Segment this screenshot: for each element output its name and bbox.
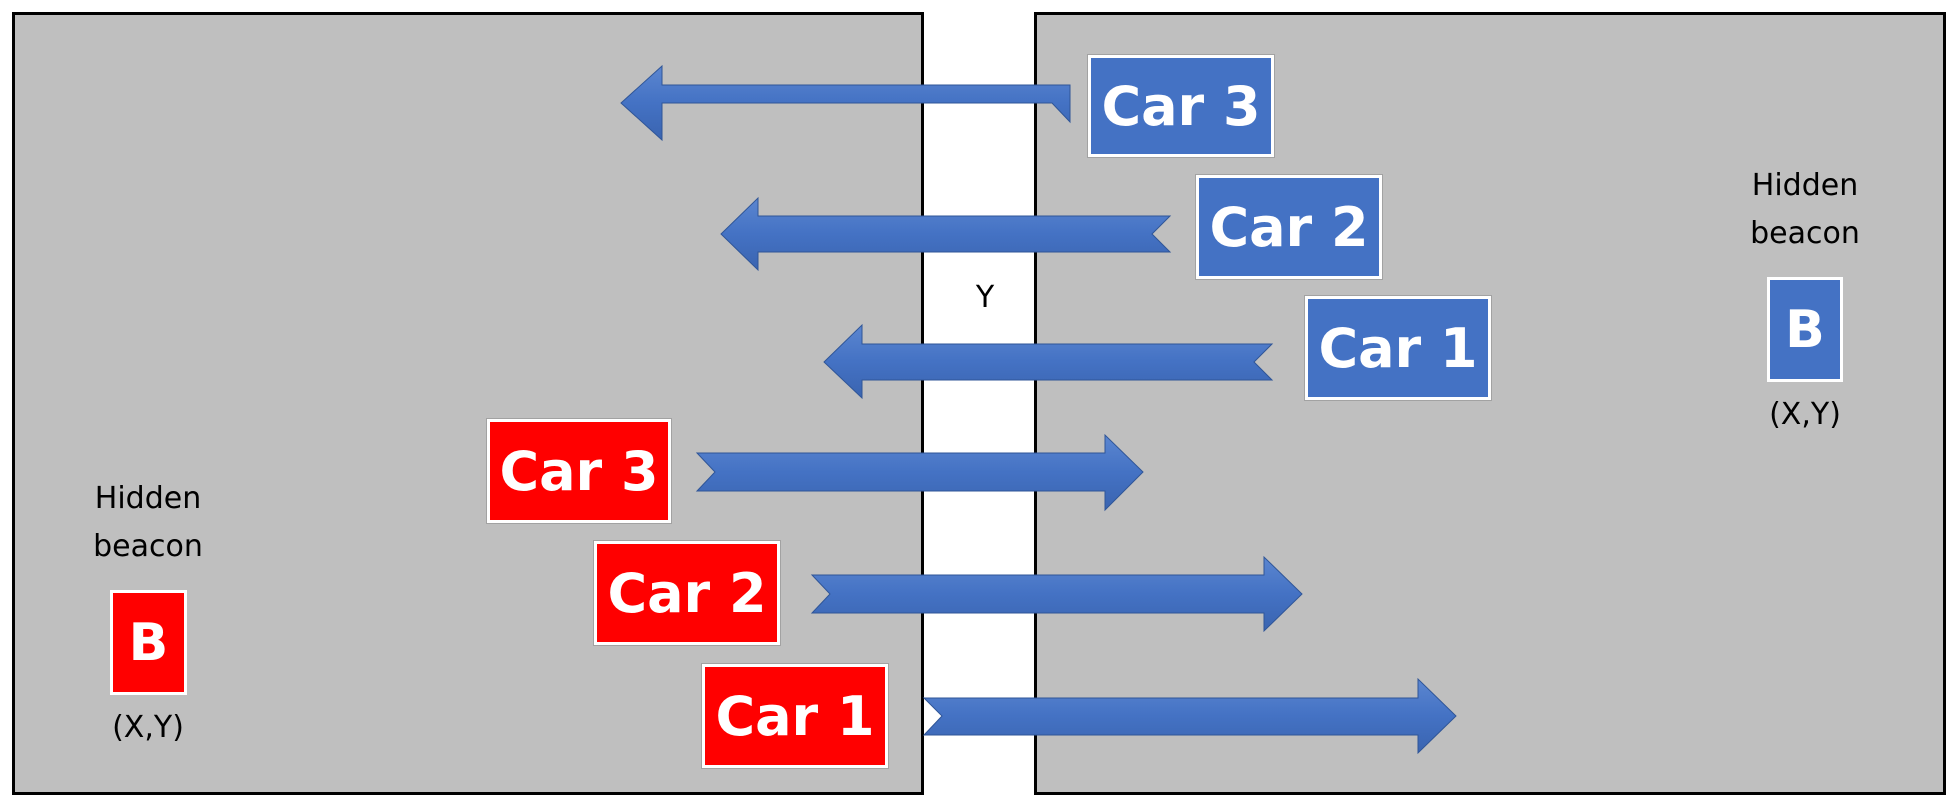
gap-label: Y xyxy=(975,280,995,315)
left-beacon-title-line2: beacon xyxy=(93,529,203,564)
car-3-label-blue: Car 3 xyxy=(1087,54,1275,158)
arrow-right-car-2 xyxy=(720,196,1172,272)
arrow-right-car-1 xyxy=(823,323,1274,400)
car-3-label-red: Car 3 xyxy=(486,418,672,524)
car-2-label-red: Car 2 xyxy=(593,540,781,646)
right-beacon-title-line2: beacon xyxy=(1750,216,1860,251)
arrow-left-car-2 xyxy=(810,555,1303,633)
arrow-right-car-3 xyxy=(620,64,1071,142)
right-beacon-icon: B xyxy=(1767,277,1843,382)
arrow-left-car-3 xyxy=(695,433,1144,512)
car-2-label-blue: Car 2 xyxy=(1195,174,1383,280)
right-beacon-coords: (X,Y) xyxy=(1769,397,1841,432)
car-1-label-red: Car 1 xyxy=(701,663,889,769)
car-1-label-blue: Car 1 xyxy=(1304,295,1492,401)
left-beacon-coords: (X,Y) xyxy=(112,710,184,745)
left-beacon-title-line1: Hidden xyxy=(94,481,202,516)
left-beacon-icon: B xyxy=(110,590,187,695)
right-beacon-title-line1: Hidden xyxy=(1751,168,1859,203)
arrow-left-car-1 xyxy=(922,677,1457,755)
